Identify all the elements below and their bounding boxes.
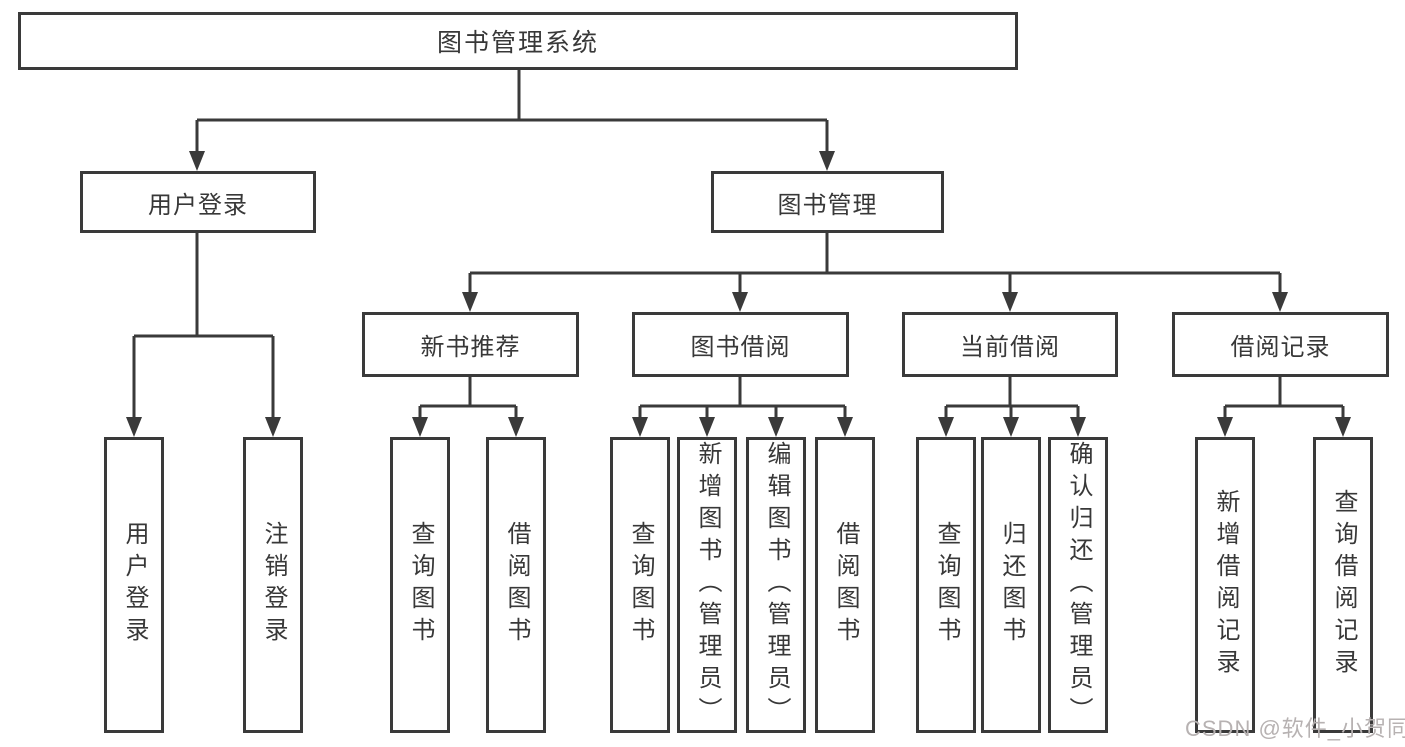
leaf-label: 归还图书	[998, 521, 1025, 649]
leaf-confirm-return-admin: 确认归还（管理员）	[1048, 437, 1108, 733]
leaf-query-books-borrow: 查询图书	[610, 437, 670, 733]
leaf-label: 确认归还（管理员）	[1065, 441, 1092, 729]
leaf-add-borrow-record: 新增借阅记录	[1195, 437, 1255, 733]
node-book-management: 图书管理	[711, 171, 944, 233]
leaf-edit-book-admin: 编辑图书（管理员）	[746, 437, 806, 733]
leaf-label: 编辑图书（管理员）	[763, 441, 790, 729]
leaf-label: 注销登录	[260, 521, 287, 649]
leaf-label: 用户登录	[121, 521, 148, 649]
csdn-watermark: CSDN @软件_小贺同学	[1185, 716, 1405, 741]
leaf-label: 查询借阅记录	[1330, 489, 1357, 681]
leaf-query-books-current: 查询图书	[916, 437, 976, 733]
leaf-logout: 注销登录	[243, 437, 303, 733]
leaf-label: 借阅图书	[503, 521, 530, 649]
arrowheads	[126, 151, 1351, 437]
leaf-return-books: 归还图书	[981, 437, 1041, 733]
leaf-label: 查询图书	[407, 521, 434, 649]
node-library-management-system: 图书管理系统	[18, 12, 1018, 70]
leaf-borrow-books: 借阅图书	[815, 437, 875, 733]
leaf-add-book-admin: 新增图书（管理员）	[677, 437, 737, 733]
node-user-login: 用户登录	[80, 171, 316, 233]
leaf-label: 查询图书	[933, 521, 960, 649]
leaf-label: 查询图书	[627, 521, 654, 649]
node-new-book-recommendation: 新书推荐	[362, 312, 579, 377]
leaf-query-borrow-record: 查询借阅记录	[1313, 437, 1373, 733]
leaf-label: 新增图书（管理员）	[694, 441, 721, 729]
node-book-borrowing: 图书借阅	[632, 312, 849, 377]
leaf-label: 借阅图书	[832, 521, 859, 649]
leaf-label: 新增借阅记录	[1212, 489, 1239, 681]
leaf-query-books-recommend: 查询图书	[390, 437, 450, 733]
node-current-borrowing: 当前借阅	[902, 312, 1118, 377]
node-borrowing-records: 借阅记录	[1172, 312, 1389, 377]
leaf-user-login: 用户登录	[104, 437, 164, 733]
leaf-borrow-books-recommend: 借阅图书	[486, 437, 546, 733]
